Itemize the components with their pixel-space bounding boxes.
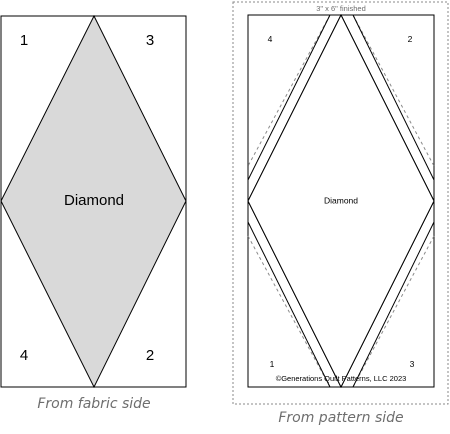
fabric-corner-bottom-right: 2 <box>146 347 154 364</box>
fabric-side-panel: Diamond 1 3 4 2 From fabric side <box>0 14 187 412</box>
pattern-side-panel: 3" x 6" finished Diamond 4 2 1 3 ©Genera… <box>232 1 449 426</box>
fabric-side-diamond-label: Diamond <box>64 192 124 209</box>
pattern-copyright: ©Generations Quilt Patterns, LLC 2023 <box>276 374 407 383</box>
pattern-side-diamond <box>247 13 435 389</box>
pattern-side-caption: From pattern side <box>278 410 403 426</box>
pattern-side-diamond-label: Diamond <box>324 195 358 205</box>
pattern-corner-top-right: 2 <box>408 34 413 44</box>
pattern-corner-top-left: 4 <box>268 34 273 44</box>
fabric-corner-bottom-left: 4 <box>20 347 28 364</box>
diamond-seam-allowance-lines <box>247 14 435 388</box>
pattern-seam-allowance-outline <box>232 1 449 405</box>
pattern-corner-bottom-right: 3 <box>410 359 415 369</box>
fabric-corner-top-right: 3 <box>146 32 154 49</box>
pattern-corner-bottom-left: 1 <box>270 359 275 369</box>
fabric-corner-top-left: 1 <box>20 32 28 49</box>
fabric-side-diamond <box>0 14 187 389</box>
fabric-side-caption: From fabric side <box>37 396 150 412</box>
pattern-finished-size-label: 3" x 6" finished <box>316 4 366 13</box>
